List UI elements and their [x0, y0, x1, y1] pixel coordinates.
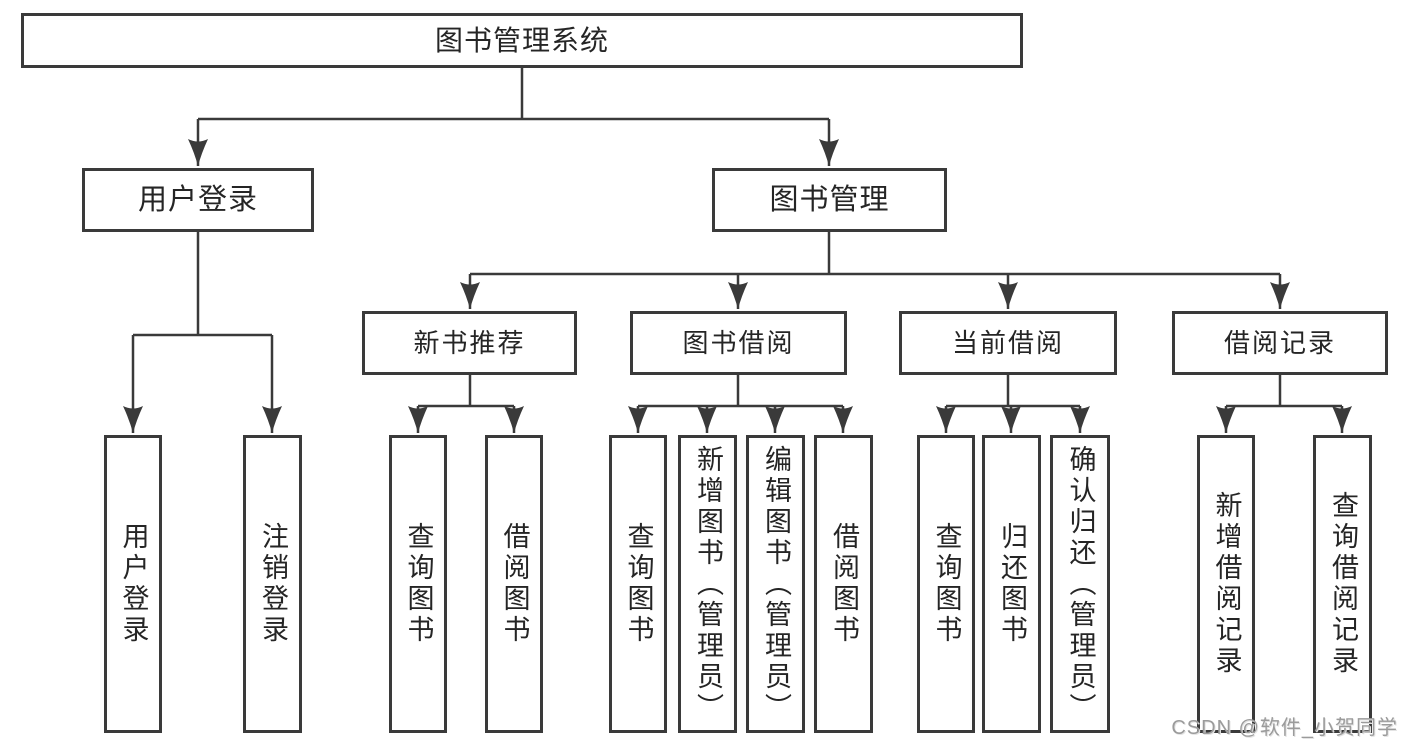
node-label: 用户登录 — [137, 183, 258, 216]
node-label: 新书推荐 — [413, 328, 526, 358]
node-label: 图书借阅 — [682, 328, 795, 358]
leaf-query-books-recommend: 查询图书 — [389, 435, 447, 733]
leaf-query-borrow-record: 查询借阅记录 — [1313, 435, 1372, 733]
leaf-query-books-current: 查询图书 — [917, 435, 975, 733]
csdn-watermark: CSDN @软件_小贺同学 — [1171, 717, 1398, 739]
leaf-confirm-return-admin: 确认归还（管理员） — [1050, 435, 1110, 733]
leaf-borrow-books: 借阅图书 — [814, 435, 873, 733]
node-label: 用户登录 — [118, 522, 149, 646]
node-label: 注销登录 — [258, 522, 288, 646]
leaf-edit-books-admin: 编辑图书（管理员） — [746, 435, 805, 733]
node-label: 查询图书 — [623, 522, 654, 646]
leaf-borrow-books-recommend: 借阅图书 — [485, 435, 543, 733]
node-library-system: 图书管理系统 — [21, 13, 1023, 68]
node-label: 借阅图书 — [499, 522, 530, 646]
leaf-return-books: 归还图书 — [982, 435, 1041, 733]
node-new-book-recommend: 新书推荐 — [362, 311, 577, 375]
node-label: 编辑图书（管理员） — [761, 444, 791, 724]
node-label: 图书管理系统 — [434, 24, 609, 56]
node-current-borrowing: 当前借阅 — [899, 311, 1117, 375]
leaf-query-books-borrow: 查询图书 — [609, 435, 667, 733]
node-label: 查询图书 — [931, 522, 962, 646]
node-label: 查询借阅记录 — [1328, 491, 1358, 677]
node-label: 归还图书 — [997, 522, 1027, 646]
node-label: 当前借阅 — [951, 328, 1064, 358]
node-user-login: 用户登录 — [82, 168, 314, 232]
leaf-add-books-admin: 新增图书（管理员） — [678, 435, 737, 733]
leaf-user-login: 用户登录 — [104, 435, 162, 733]
node-book-management: 图书管理 — [712, 168, 947, 232]
node-label: 借阅图书 — [829, 522, 859, 646]
leaf-add-borrow-record: 新增借阅记录 — [1197, 435, 1255, 733]
node-label: 确认归还（管理员） — [1065, 444, 1096, 724]
node-label: 图书管理 — [769, 183, 890, 216]
node-label: 新增图书（管理员） — [693, 444, 723, 724]
node-label: 新增借阅记录 — [1211, 491, 1242, 677]
leaf-logout: 注销登录 — [243, 435, 302, 733]
node-book-borrowing: 图书借阅 — [630, 311, 847, 375]
node-label: 借阅记录 — [1223, 328, 1336, 358]
node-borrowing-records: 借阅记录 — [1172, 311, 1388, 375]
node-label: 查询图书 — [403, 522, 434, 646]
